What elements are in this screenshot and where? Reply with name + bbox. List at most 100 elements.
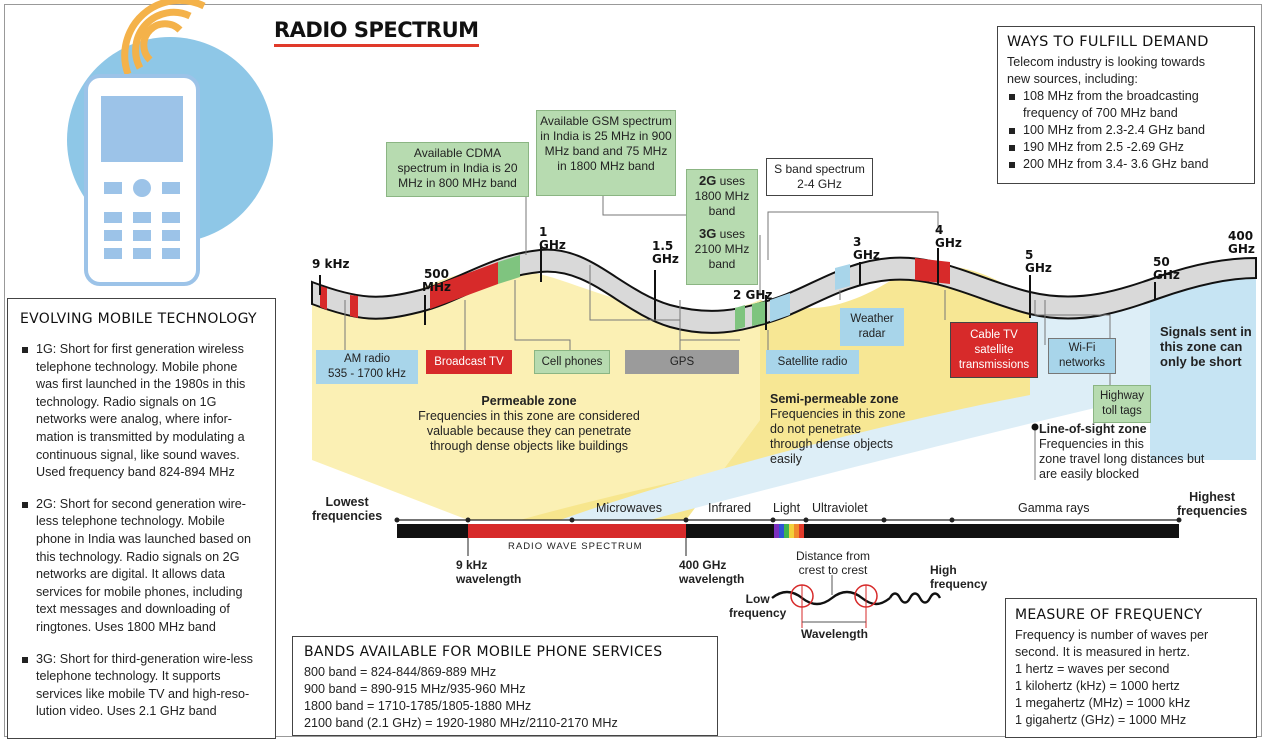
permeable-zone-area bbox=[312, 269, 760, 520]
freq-label-value: 3 bbox=[853, 235, 862, 249]
em-spectrum-bar bbox=[394, 517, 1182, 556]
list-item: 100 MHz from 2.3-2.4 GHz band bbox=[1007, 122, 1245, 139]
freq-label-value: 50 bbox=[1153, 255, 1170, 269]
wave-line: Distance from bbox=[796, 549, 871, 563]
gps-tag: GPS bbox=[625, 350, 739, 374]
spec-line: wavelength bbox=[679, 572, 745, 586]
line-of-sight-zone-text: Line-of-sight zone Frequencies in this z… bbox=[1039, 422, 1204, 482]
zone-title: Semi-permeable zone bbox=[770, 392, 899, 406]
cable-tv-tag: Cable TV satellite transmissions bbox=[950, 322, 1038, 378]
gamma-rays-label: Gamma rays bbox=[1018, 501, 1090, 515]
demand-box: WAYS TO FULFILL DEMAND Telecom industry … bbox=[997, 26, 1255, 184]
measure-line: second. It is measured in hertz. bbox=[1015, 645, 1190, 659]
freq-label-50ghz: 50 GHz bbox=[1153, 256, 1180, 282]
freq-label-1ghz: 1 GHz bbox=[539, 226, 566, 252]
freq-label-5ghz: 5 GHz bbox=[1025, 249, 1052, 275]
ultraviolet-label: Ultraviolet bbox=[812, 501, 868, 515]
wifi-tag: Wi-Fi networks bbox=[1048, 338, 1116, 374]
zone-line: do not penetrate bbox=[770, 422, 862, 436]
tag-line: Highway bbox=[1099, 390, 1145, 402]
freq-label-1-5ghz: 1.5 GHz bbox=[652, 240, 679, 266]
tag-line: toll tags bbox=[1102, 405, 1142, 417]
g3-label: 3G bbox=[698, 226, 717, 241]
wave-line: Low bbox=[745, 592, 770, 606]
freq-label-unit: GHz bbox=[1025, 261, 1052, 275]
spec-line: wavelength bbox=[456, 572, 522, 586]
measure-line: 1 gigahertz (GHz) = 1000 MHz bbox=[1015, 713, 1187, 727]
zone-title: Line-of-sight zone bbox=[1039, 422, 1147, 436]
g3-text: uses 2100 MHz band bbox=[694, 227, 750, 271]
bands-box: BANDS AVAILABLE FOR MOBILE PHONE SERVICE… bbox=[292, 636, 718, 736]
broadcast-tv-tag: Broadcast TV bbox=[426, 350, 512, 374]
freq-label-4ghz: 4 GHz bbox=[935, 224, 962, 250]
light-label: Light bbox=[773, 501, 801, 515]
g2-annotation: 2G uses 1800 MHz band 3G uses 2100 MHz b… bbox=[686, 169, 758, 285]
wave-ticks bbox=[319, 245, 1156, 330]
band-line: 1800 band = 1710-1785/1805-1880 MHz bbox=[304, 699, 532, 713]
mobile-phone-icon bbox=[67, 0, 273, 286]
tag-line: transmissions bbox=[958, 358, 1030, 371]
spectrum-wave-band bbox=[311, 248, 1257, 334]
band-line: 900 band = 890-915 MHz/935-960 MHz bbox=[304, 682, 526, 696]
zone-line: Signals sent in bbox=[1160, 324, 1252, 339]
list-item: 1G: Short for first generation wireless … bbox=[20, 341, 263, 482]
semi-permeable-zone-text: Semi-permeable zone Frequencies in this … bbox=[770, 392, 906, 467]
freq-label-value: 1 bbox=[539, 225, 548, 239]
zone-line: Frequencies in this zone are considered bbox=[418, 409, 640, 423]
tag-line: AM radio bbox=[343, 353, 391, 365]
distance-label: Distance from crest to crest bbox=[796, 549, 870, 577]
lowest-frequencies-label: Lowest frequencies bbox=[312, 495, 382, 523]
freq-label-unit: GHz bbox=[853, 248, 880, 262]
bands-heading: BANDS AVAILABLE FOR MOBILE PHONE SERVICE… bbox=[304, 644, 663, 660]
frequency-wave-illustration bbox=[771, 590, 942, 606]
spec-line: frequencies bbox=[312, 509, 383, 523]
measure-line: 1 hertz = waves per second bbox=[1015, 662, 1170, 676]
cell-phones-tag: Cell phones bbox=[534, 350, 610, 374]
permeable-zone-text: Permeable zone Frequencies in this zone … bbox=[414, 394, 644, 454]
freq-label-value: 400 bbox=[1228, 229, 1254, 243]
wave-line: frequency bbox=[729, 606, 787, 620]
high-frequency-label: High frequency bbox=[930, 563, 987, 591]
measure-line: 1 kilohertz (kHz) = 1000 hertz bbox=[1015, 679, 1180, 693]
spec-line: Lowest bbox=[325, 495, 369, 509]
freq-label-unit: MHz bbox=[422, 280, 451, 294]
zone-title: Permeable zone bbox=[481, 394, 577, 408]
freq-label-value: 4 bbox=[935, 223, 944, 237]
tag-line: Cable TV bbox=[970, 328, 1018, 341]
tag-line: Wi-Fi bbox=[1068, 342, 1096, 354]
zone-line: Frequencies in this zone bbox=[770, 407, 906, 421]
demand-intro: new sources, including: bbox=[1007, 72, 1138, 86]
toll-tags-tag: Highway toll tags bbox=[1093, 385, 1151, 423]
right-wavelength-label: 400 GHz wavelength bbox=[679, 558, 744, 586]
s-band-line: 2-4 GHz bbox=[797, 177, 842, 191]
tag-line: Weather bbox=[850, 313, 894, 325]
g2-text: uses 1800 MHz band bbox=[694, 174, 750, 218]
page-title: RADIO SPECTRUM bbox=[274, 18, 479, 47]
low-frequency-label: Low frequency bbox=[729, 592, 786, 620]
freq-label-value: 500 bbox=[423, 267, 450, 281]
evolving-heading: EVOLVING MOBILE TECHNOLOGY bbox=[20, 311, 257, 327]
spec-line: 9 kHz bbox=[456, 558, 488, 572]
freq-label-2ghz: 2 GHz bbox=[733, 288, 773, 302]
gsm-annotation: Available GSM spectrum in India is 25 MH… bbox=[536, 110, 676, 196]
radio-wave-spectrum-label: RADIO WAVE SPECTRUM bbox=[508, 541, 643, 552]
freq-label-9khz: 9 kHz bbox=[312, 257, 350, 271]
zone-line: through dense objects like buildings bbox=[429, 439, 629, 453]
freq-label-unit: GHz bbox=[539, 238, 566, 252]
spec-line: frequencies bbox=[1177, 504, 1248, 518]
frame bbox=[4, 4, 1262, 737]
s-band-line: S band spectrum bbox=[774, 162, 865, 176]
freq-label-value: 5 bbox=[1025, 248, 1034, 262]
s-band-annotation: S band spectrum 2-4 GHz bbox=[766, 158, 873, 196]
demand-list: 108 MHz from the broadcasting frequency … bbox=[1007, 88, 1245, 173]
demand-intro: Telecom industry is looking towards bbox=[1007, 55, 1206, 69]
weather-radar-tag: Weather radar bbox=[840, 308, 904, 346]
list-item: 190 MHz from 2.5 -2.69 GHz bbox=[1007, 139, 1245, 156]
band-line: 2100 band (2.1 GHz) = 1920-1980 MHz/2110… bbox=[304, 716, 618, 730]
zone-line: easily bbox=[770, 452, 802, 466]
zone-line: this zone can bbox=[1160, 339, 1243, 354]
short-zone-text: Signals sent in this zone can only be sh… bbox=[1160, 324, 1252, 369]
freq-label-unit: GHz bbox=[935, 236, 962, 250]
microwaves-label: Microwaves bbox=[596, 501, 662, 515]
connector-lines bbox=[344, 195, 1111, 480]
